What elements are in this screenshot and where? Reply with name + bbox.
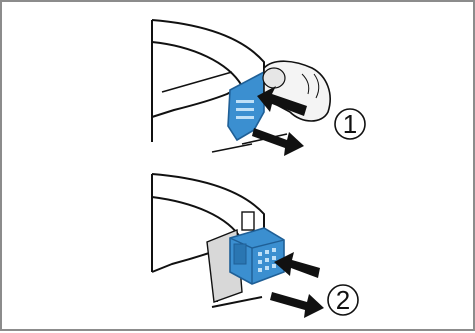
arrow-out-icon [252, 128, 304, 156]
latch-slot-2 [236, 108, 254, 111]
step-2-badge: 2 [328, 285, 358, 315]
cartridge-blue [230, 228, 284, 284]
step-2-illustration: 2 [152, 174, 358, 318]
step-1-illustration: 1 [152, 20, 365, 156]
latch-slot-1 [236, 100, 254, 103]
arrow-out-icon [270, 292, 324, 318]
step-1-number: 1 [343, 109, 357, 139]
step-2-number: 2 [336, 285, 350, 315]
latch-slot-3 [236, 116, 254, 119]
step-1-badge: 1 [335, 109, 365, 139]
